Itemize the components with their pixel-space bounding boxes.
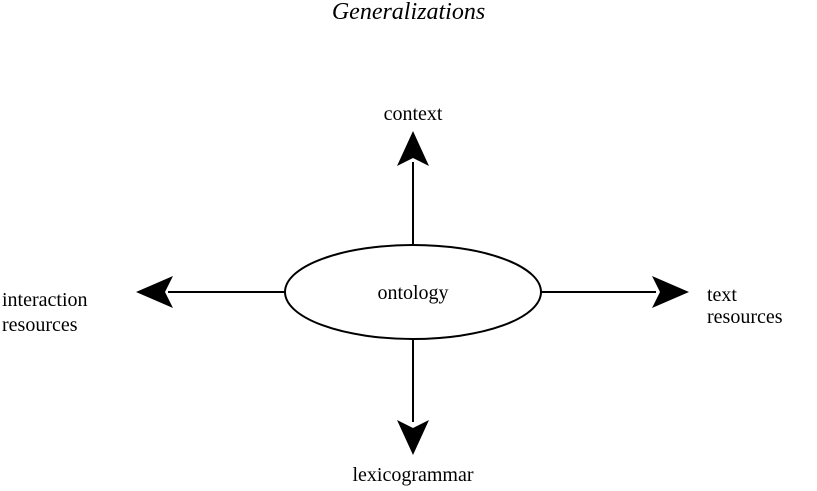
arrow-left-head [136, 276, 173, 308]
node-ontology-label: ontology [377, 282, 449, 304]
node-interaction-label-line1: interaction [2, 289, 88, 311]
diagram-title: Generalizations [331, 0, 486, 25]
node-text-label-line1: text [707, 284, 737, 306]
node-lexicogrammar-label: lexicogrammar [352, 464, 474, 486]
node-interaction-label-line2: resources [2, 314, 78, 336]
node-text-label-line2: resources [707, 306, 783, 328]
node-context-label: context [383, 103, 443, 125]
arrow-up-head [397, 131, 429, 166]
arrow-down-head [397, 420, 429, 455]
arrow-right-head [652, 276, 689, 308]
